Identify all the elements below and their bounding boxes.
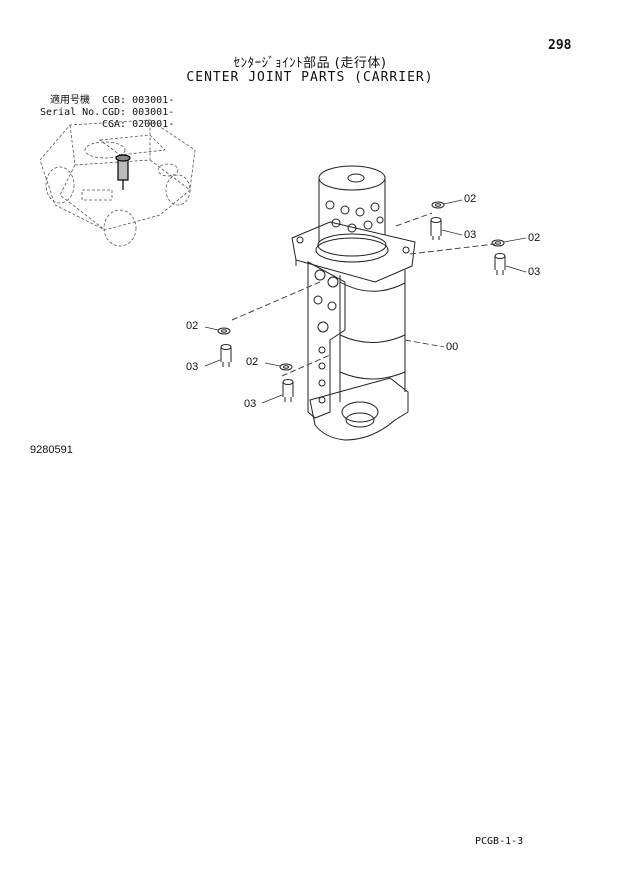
page-number: 298 [548,38,572,53]
serial-range-cga: CGA: 020001- [102,119,175,130]
machine-thumbnail [39,119,196,247]
center-joint-assembly [291,165,416,441]
title-english: CENTER JOINT PARTS (CARRIER) [186,70,434,85]
serial-label-english: Serial No. [40,107,101,118]
callout-03-left: 03 [186,361,199,373]
leader-lines [204,199,527,404]
callout-00-body: 00 [446,341,459,353]
drawing-number: 9280591 [30,444,73,456]
serial-label-japanese: 適用号機 [50,95,90,106]
callout-02-left: 02 [186,320,199,332]
document-code: PCGB-1-3 [475,836,524,847]
serial-range-cgd: CGD: 003001- [102,107,175,118]
callout-02-right: 02 [528,232,541,244]
callout-03-lower: 03 [244,398,257,410]
highlighted-center-joint-thumbnail [115,154,131,190]
callout-03-upper: 03 [464,229,477,241]
bolt-parts [220,217,506,402]
serial-range-cgb: CGB: 003001- [102,95,175,106]
callout-02-lower: 02 [246,356,259,368]
callout-02-upper: 02 [464,193,477,205]
callout-03-right: 03 [528,266,541,278]
title-japanese: ｾﾝﾀｰｼﾞｮｲﾝﾄ部品 (走行体) [233,56,387,71]
washer-parts [217,201,505,371]
projection-lines [231,212,496,377]
